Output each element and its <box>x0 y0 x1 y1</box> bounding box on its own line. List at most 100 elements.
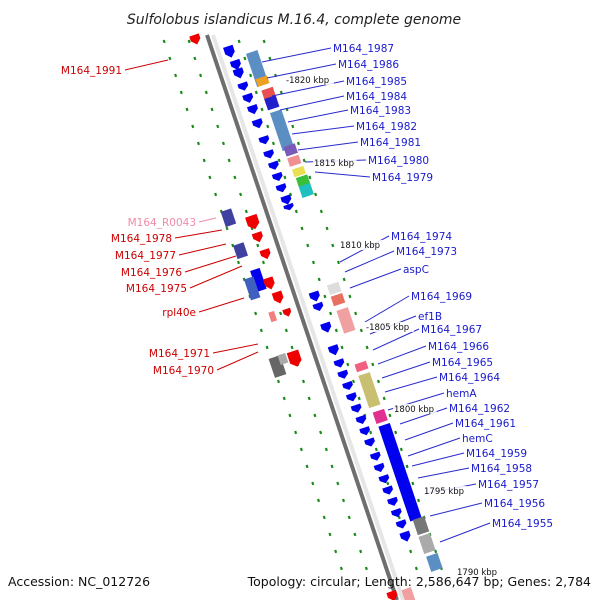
tick-mark <box>227 158 231 163</box>
connector-line <box>216 351 259 371</box>
tick-mark <box>290 345 294 350</box>
connector-line <box>174 229 223 239</box>
gene-label: M164_1975 <box>126 283 187 295</box>
tick-mark <box>268 56 272 61</box>
connector-line <box>429 502 483 517</box>
gene-label: M164_1982 <box>356 121 417 133</box>
gene-arrow <box>312 301 324 311</box>
tick-mark <box>187 39 191 44</box>
gene-label: M164_1967 <box>421 324 482 336</box>
tick-mark <box>319 209 323 214</box>
tick-mark <box>294 430 298 435</box>
gene-label: M164_1977 <box>115 250 176 262</box>
gene-arrow <box>286 349 302 367</box>
tick-mark <box>208 175 212 180</box>
genome-summary-text: Topology: circular; Length: 2,586,647 bp… <box>247 574 591 589</box>
gene-arrow-shape <box>355 414 367 424</box>
gene-label: ef1B <box>418 311 442 323</box>
gene-arrow-shape <box>242 92 254 103</box>
gene-bar <box>269 109 295 152</box>
gene-bar-shape <box>269 109 295 152</box>
connector-line <box>124 59 169 71</box>
gene-bar <box>358 372 381 409</box>
gene-arrow-shape <box>245 213 260 230</box>
gene-arrow <box>333 358 345 368</box>
tick-mark <box>325 226 329 231</box>
scale-label-bg <box>339 240 383 250</box>
tick-mark <box>221 141 225 146</box>
scale-label-bg <box>423 486 467 496</box>
tick-mark <box>289 192 293 197</box>
gene-label: M164_1983 <box>350 105 411 117</box>
gene-arrow <box>232 67 244 79</box>
gene-label: aspC <box>403 264 429 276</box>
tick-mark <box>369 430 373 435</box>
gene-label: M164_1961 <box>455 418 516 430</box>
tick-mark <box>236 260 240 265</box>
gene-label: M164_1965 <box>432 357 493 369</box>
gene-arrow <box>350 403 362 413</box>
gene-label: M164_1958 <box>471 463 532 475</box>
gene-label: M164_1959 <box>466 448 527 460</box>
tick-mark <box>254 311 258 316</box>
gene-arrow-shape <box>275 183 287 193</box>
tick-mark <box>331 243 335 248</box>
gene-arrow-shape <box>342 380 353 391</box>
gene-bar-shape <box>233 242 248 260</box>
tick-mark <box>266 124 270 129</box>
gene-arrow <box>373 462 385 472</box>
gene-arrow <box>189 33 201 45</box>
gene-arrow <box>345 392 357 402</box>
tick-mark <box>405 464 409 469</box>
gene-bar <box>426 552 443 572</box>
gene-arrow <box>245 213 260 230</box>
gene-arrow-shape <box>382 485 394 495</box>
tick-mark <box>168 56 172 61</box>
gene-bar <box>372 408 388 425</box>
gene-arrow-shape <box>251 231 263 243</box>
gene-arrow-shape <box>378 474 390 484</box>
tick-mark <box>259 328 263 333</box>
tick-mark <box>193 56 197 61</box>
gene-arrow-shape <box>373 462 385 472</box>
scale-label-bg <box>285 75 334 85</box>
gene-bar-shape <box>283 143 298 157</box>
gene-arrow-shape <box>312 301 324 311</box>
gene-arrow <box>308 290 320 302</box>
gene-arrow-shape <box>345 392 357 402</box>
tick-mark <box>196 141 200 146</box>
tick-mark <box>334 549 338 554</box>
tick-mark <box>260 107 264 112</box>
gene-arrow <box>237 81 249 91</box>
accession-text: Accession: NC_012726 <box>8 574 150 589</box>
connector-line <box>287 109 349 123</box>
gene-bar-shape <box>336 307 356 334</box>
gene-arrow <box>337 369 349 379</box>
gene-arrow-shape <box>386 589 398 600</box>
gene-arrow <box>258 135 270 145</box>
tick-mark <box>185 107 189 112</box>
connector-line <box>384 376 438 393</box>
tick-mark <box>249 73 253 78</box>
tick-mark <box>199 73 203 78</box>
tick-mark <box>233 175 237 180</box>
gene-arrow-shape <box>223 44 235 58</box>
tick-mark <box>265 345 269 350</box>
connector-line <box>417 467 470 479</box>
gene-label: hemA <box>446 388 477 400</box>
gene-bar-shape <box>298 182 314 199</box>
gene-label: M164_1964 <box>439 372 500 384</box>
gene-arrow <box>247 104 258 115</box>
connector-line <box>297 141 359 151</box>
gene-label: M164_1987 <box>333 43 394 55</box>
gene-bar <box>243 276 261 301</box>
gene-arrow <box>263 149 274 159</box>
gene-bar <box>291 165 306 178</box>
tick-mark <box>271 141 275 146</box>
gene-arrow-shape <box>280 194 292 205</box>
tick-mark <box>365 345 369 350</box>
gene-arrow-shape <box>247 104 258 115</box>
tick-mark <box>284 328 288 333</box>
gene-bar <box>283 143 298 157</box>
